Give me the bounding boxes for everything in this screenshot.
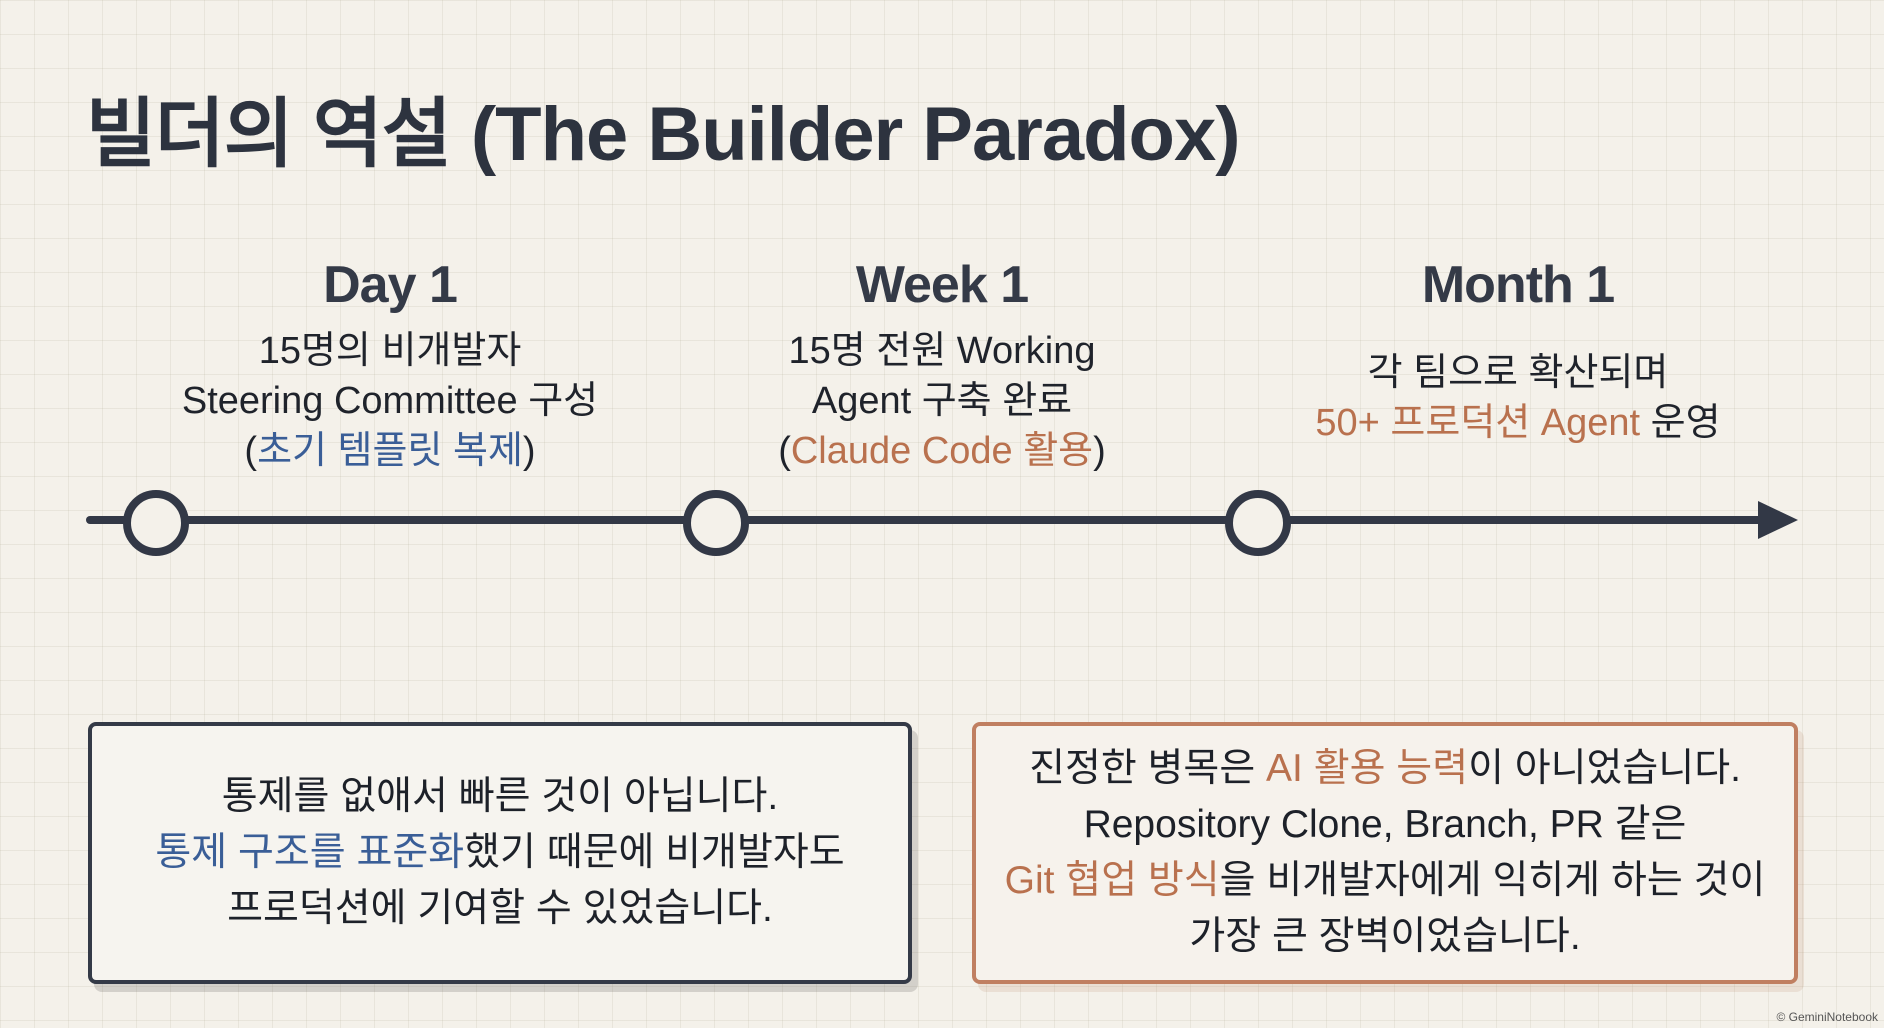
timeline [86,490,1798,556]
stage-desc-line: 50+ 프로덕션 Agent 운영 [1238,398,1798,448]
card-line: Git 협업 방식을 비개발자에게 익히게 하는 것이 [1005,853,1766,909]
highlight-text: 통제 구조를 표준화 [155,831,465,874]
paren-open: ( [778,430,791,472]
stage-desc-line: 각 팀으로 확산되며 [1367,352,1669,394]
timeline-node-day-1 [123,490,189,556]
stage-desc-line: (Claude Code 활용) [662,426,1222,476]
card-text: 이 아니었습니다. [1468,747,1741,790]
highlight-text: Claude Code 활용 [790,430,1094,472]
slide-title: 빌더의 역설 (The Builder Paradox) [86,92,1241,177]
stage-label: Month 1 [1421,256,1615,314]
card-text: 진정한 병목은 [1029,747,1267,790]
card-text: 을 비개발자에게 익히게 하는 것이 [1219,859,1766,902]
highlight-text: 초기 템플릿 복제 [257,430,523,472]
card-line: 가장 큰 장벽이었습니다. [1189,915,1581,958]
card-line: 진정한 병목은 AI 활용 능력이 아니었습니다. [1029,741,1741,797]
card-line: 프로덕션에 기여할 수 있었습니다. [227,887,773,930]
paren-close: ) [1093,430,1106,472]
insight-card-control: 통제를 없애서 빠른 것이 아닙니다. 통제 구조를 표준화했기 때문에 비개발… [88,722,912,984]
stage-description: 15명의 비개발자 Steering Committee 구성 (초기 템플릿 … [110,326,670,476]
stage-day-1: Day 1 15명의 비개발자 Steering Committee 구성 (초… [110,252,670,476]
stage-desc-line: Steering Committee 구성 [181,380,599,422]
stage-label: Week 1 [855,256,1029,314]
stage-desc-line: 15명의 비개발자 [258,330,522,372]
stage-label: Day 1 [323,256,458,314]
stage-week-1: Week 1 15명 전원 Working Agent 구축 완료 (Claud… [662,252,1222,476]
stage-month-1: Month 1 각 팀으로 확산되며 50+ 프로덕션 Agent 운영 [1238,252,1798,448]
highlight-text: Git 협업 방식 [1004,859,1220,902]
stage-desc-line: (초기 템플릿 복제) [110,426,670,476]
card-line: 통제를 없애서 빠른 것이 아닙니다. [221,775,779,818]
card-text: 했기 때문에 비개발자도 [464,831,845,874]
paren-open: ( [244,430,258,472]
arrow-right-icon [1758,501,1798,539]
stage-description: 각 팀으로 확산되며 50+ 프로덕션 Agent 운영 [1238,348,1798,448]
highlight-text: AI 활용 능력 [1266,747,1469,790]
watermark: © GeminiNotebook [1776,1010,1878,1024]
stage-description: 15명 전원 Working Agent 구축 완료 (Claude Code … [662,326,1222,476]
stage-desc-rest: 운영 [1640,402,1721,444]
stage-desc-line: Agent 구축 완료 [811,380,1073,422]
paren-close: ) [522,430,536,472]
timeline-node-week-1 [683,490,749,556]
insight-card-bottleneck: 진정한 병목은 AI 활용 능력이 아니었습니다. Repository Clo… [972,722,1798,984]
timeline-line [86,516,1766,524]
highlight-text: 50+ 프로덕션 Agent [1315,402,1641,444]
card-line: Repository Clone, Branch, PR 같은 [1083,803,1687,846]
timeline-node-month-1 [1225,490,1291,556]
card-line: 통제 구조를 표준화했기 때문에 비개발자도 [155,825,844,881]
stage-desc-line: 15명 전원 Working [788,330,1096,372]
